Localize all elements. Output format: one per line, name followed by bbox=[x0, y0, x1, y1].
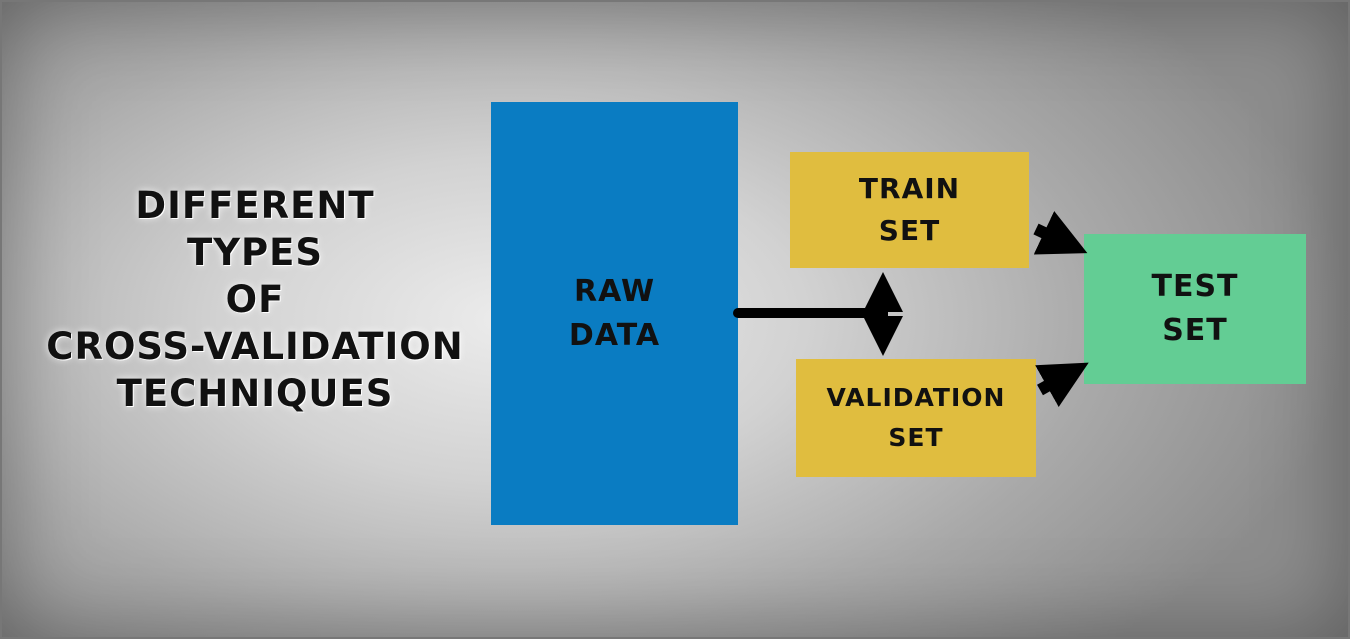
raw-data-node: RAW DATA bbox=[491, 102, 738, 525]
test-set-node: TEST SET bbox=[1084, 234, 1306, 384]
test-set-label-line: SET bbox=[1162, 313, 1228, 348]
title-line: OF bbox=[225, 278, 285, 321]
train-to-test-arrow bbox=[1033, 211, 1088, 255]
train-set-label-line: TRAIN bbox=[858, 172, 961, 205]
train-set-label-line: SET bbox=[878, 214, 941, 247]
title-line: DIFFERENT bbox=[135, 184, 375, 227]
train-set-node: TRAIN SET bbox=[790, 152, 1029, 268]
title-line: TYPES bbox=[186, 231, 324, 274]
diagram-title: DIFFERENT TYPES OF CROSS-VALIDATION TECH… bbox=[20, 182, 490, 417]
validation-set-label-line: VALIDATION bbox=[826, 383, 1006, 412]
raw-data-label-line: DATA bbox=[568, 317, 661, 353]
validation-to-test-arrow bbox=[1035, 362, 1089, 408]
validation-set-node: VALIDATION SET bbox=[796, 359, 1036, 477]
validation-set-label-line: SET bbox=[888, 423, 944, 452]
test-set-label-line: TEST bbox=[1151, 269, 1239, 304]
title-line: CROSS-VALIDATION bbox=[46, 325, 464, 368]
raw-data-label-line: RAW bbox=[573, 273, 656, 309]
title-line: TECHNIQUES bbox=[116, 372, 394, 415]
